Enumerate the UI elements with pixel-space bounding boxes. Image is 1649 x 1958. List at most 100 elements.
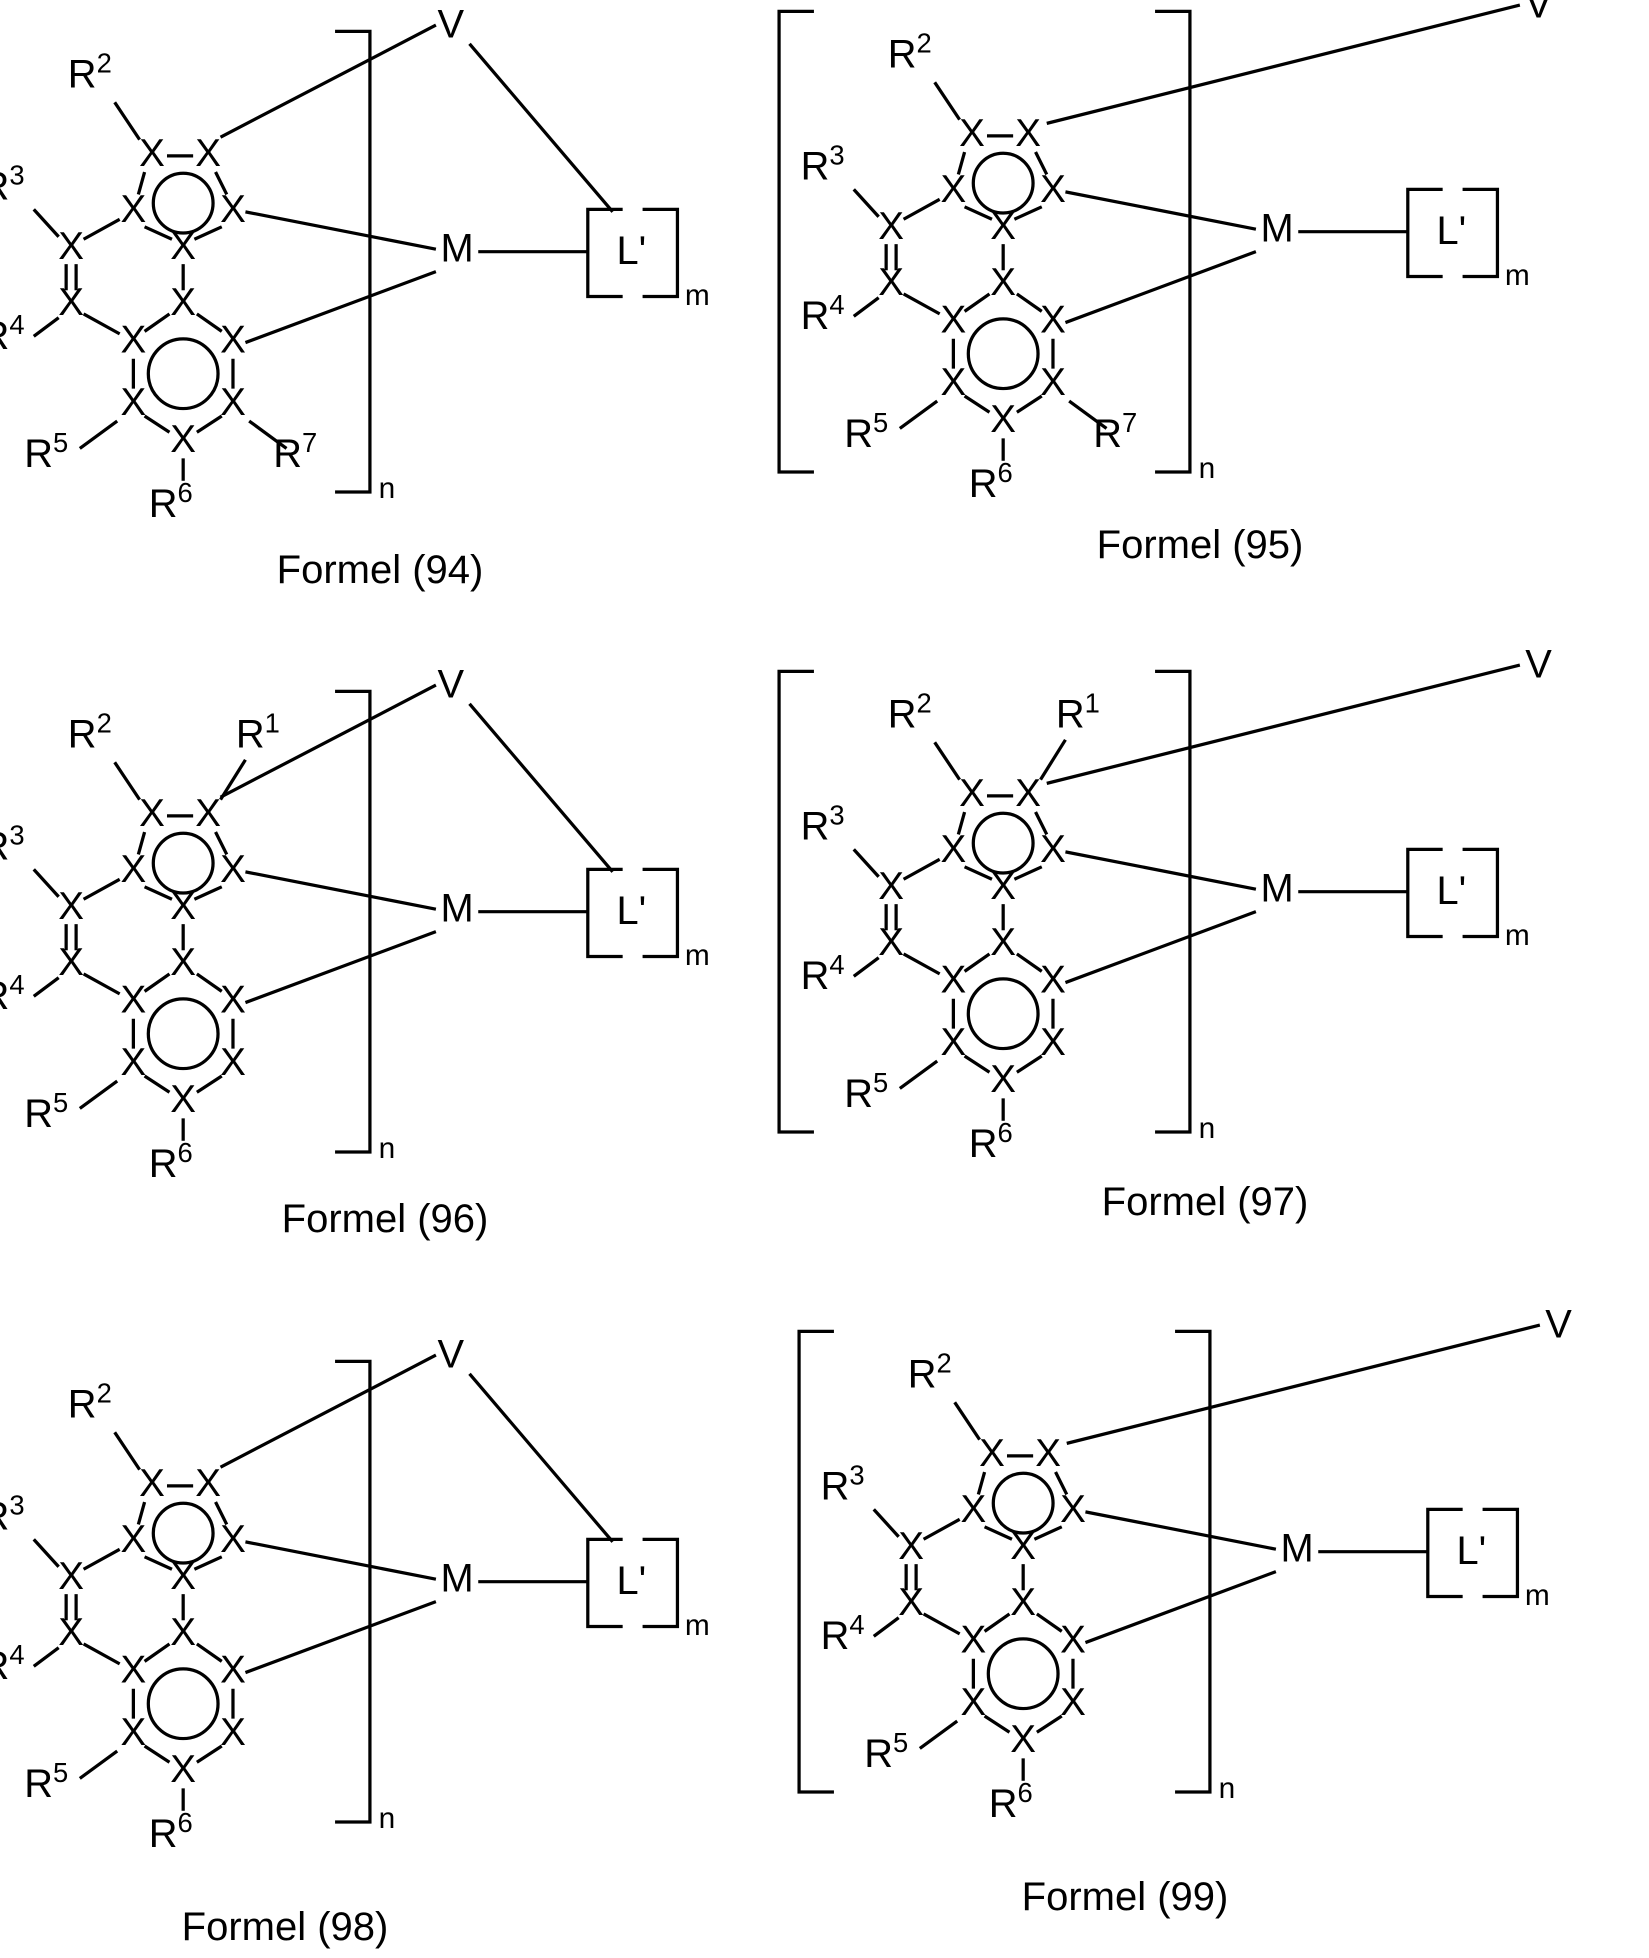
bond-line: [900, 401, 937, 428]
substituent-r5: R5: [24, 1757, 68, 1806]
atom-x: X: [878, 205, 904, 248]
bond-line: [1017, 396, 1042, 412]
formula-99: XXXXXXXXXXXXXR2R3R4R5R6nML'mV: [799, 1303, 1572, 1826]
metal-m: M: [440, 1557, 473, 1601]
bond-line: [1017, 1056, 1042, 1072]
substituent-r3: R3: [821, 1459, 865, 1508]
formula-96: XXXXXXXXXXXXXR1R2R3R4R5R6nML'mV: [0, 663, 710, 1186]
substituent-r5: R5: [24, 1087, 68, 1136]
bond-line: [470, 704, 613, 872]
substituent-r7: R7: [1093, 407, 1137, 456]
bond-line: [245, 872, 435, 909]
bond-line: [1085, 1572, 1275, 1643]
bond-line: [245, 272, 435, 343]
atom-x: X: [941, 299, 967, 342]
aromatic-ring-circle: [153, 833, 213, 893]
bond-line: [80, 421, 117, 448]
repeat-index-n: n: [379, 1132, 396, 1165]
atom-x: X: [898, 1581, 924, 1624]
bond-line: [965, 1056, 990, 1072]
bond-line: [34, 318, 59, 337]
bond-line: [34, 1648, 59, 1667]
atom-x: X: [139, 792, 165, 835]
bridge-v: V: [438, 3, 465, 47]
substituent-r2: R2: [68, 1377, 112, 1426]
bridge-v: V: [1525, 0, 1552, 27]
bond-line: [245, 1602, 435, 1673]
atom-x: X: [959, 112, 985, 155]
formula-97: XXXXXXXXXXXXXR1R2R3R4R5R6nML'mV: [779, 643, 1552, 1166]
ligand-l-prime: L': [1456, 1529, 1486, 1573]
bond-line: [84, 314, 120, 334]
atom-x: X: [121, 848, 147, 891]
repeat-bracket-left: [799, 1331, 834, 1792]
bond-line: [1065, 252, 1255, 323]
ligand-l-prime: L': [616, 889, 646, 933]
bond-line: [197, 1644, 222, 1661]
substituent-r1: R1: [1056, 687, 1100, 736]
substituent-r3: R3: [0, 159, 25, 208]
atom-x: X: [220, 979, 246, 1022]
repeat-bracket-right: [335, 1361, 370, 1822]
repeat-bracket-right: [335, 691, 370, 1152]
aromatic-ring-circle: [153, 173, 213, 233]
atom-x: X: [1035, 1432, 1061, 1475]
atom-x: X: [1010, 1718, 1036, 1761]
atom-x: X: [1060, 1619, 1086, 1662]
formula-94: XXXXXXXXXXXXXR2R3R4R5R6R7nML'mV: [0, 3, 710, 526]
bridge-v: V: [438, 1333, 465, 1377]
bond-line: [115, 102, 140, 139]
formula-caption: Formel (97): [1102, 1180, 1309, 1224]
aromatic-ring-circle: [148, 1669, 218, 1739]
bond-line: [34, 869, 59, 896]
aromatic-ring-circle: [993, 1473, 1053, 1533]
aromatic-ring-circle: [988, 1639, 1058, 1709]
bond-line: [80, 1081, 117, 1108]
bond-line: [80, 1751, 117, 1778]
substituent-r4: R4: [801, 949, 845, 998]
atom-x: X: [878, 865, 904, 908]
atom-x: X: [959, 772, 985, 815]
bond-line: [197, 314, 222, 331]
atom-x: X: [1040, 828, 1066, 871]
atom-x: X: [58, 281, 84, 324]
substituent-r6: R6: [969, 457, 1013, 506]
bond-line: [1065, 852, 1255, 889]
substituent-r6: R6: [149, 1137, 193, 1186]
bond-line: [965, 954, 990, 971]
metal-m: M: [1260, 867, 1293, 911]
atom-x: X: [121, 319, 147, 362]
bond-line: [34, 978, 59, 997]
bond-line: [470, 1374, 613, 1542]
aromatic-ring-circle: [973, 153, 1033, 213]
bond-line: [245, 212, 435, 249]
bond-line: [935, 82, 960, 119]
bond-line: [904, 294, 940, 314]
atom-x: X: [195, 1462, 221, 1505]
bond-line: [1067, 1325, 1540, 1443]
atom-x: X: [941, 168, 967, 211]
bond-line: [955, 1402, 980, 1439]
bond-line: [34, 1539, 59, 1566]
ligand-l-prime: L': [1436, 209, 1466, 253]
atom-x: X: [1040, 168, 1066, 211]
substituent-r3: R3: [0, 1489, 25, 1538]
aromatic-ring-circle: [148, 339, 218, 409]
bond-line: [854, 849, 879, 876]
aromatic-ring-circle: [973, 813, 1033, 873]
metal-m: M: [1280, 1527, 1313, 1571]
bond-line: [221, 1355, 436, 1467]
ligand-bracket-right: [1463, 189, 1498, 276]
ligand-l-prime: L': [1436, 869, 1466, 913]
bridge-v: V: [1525, 643, 1552, 687]
substituent-r2: R2: [68, 47, 112, 96]
atom-x: X: [58, 1611, 84, 1654]
bond-line: [470, 44, 613, 212]
atom-x: X: [58, 1555, 84, 1598]
bond-line: [145, 1644, 170, 1661]
repeat-index-n: n: [1199, 1112, 1216, 1145]
bond-line: [115, 762, 140, 799]
repeat-bracket-right: [1175, 1331, 1210, 1792]
aromatic-ring-circle: [148, 999, 218, 1069]
metal-m: M: [440, 887, 473, 931]
